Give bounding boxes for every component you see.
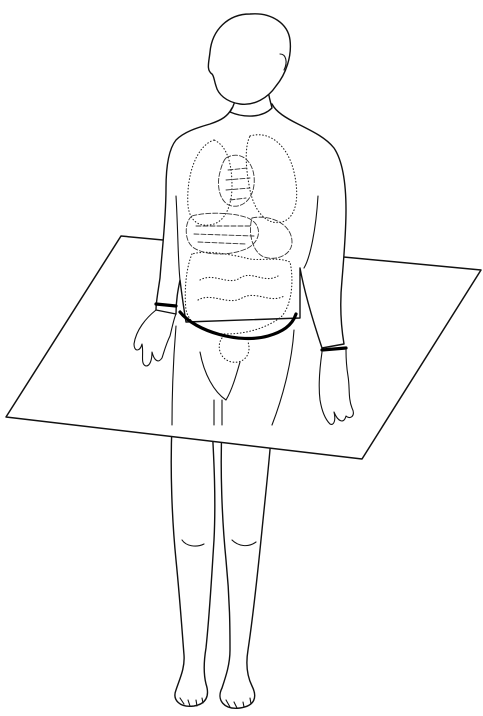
head — [208, 14, 290, 105]
upper-body — [156, 14, 346, 348]
left-wrist-cut — [156, 304, 176, 306]
right-leg — [220, 425, 272, 708]
torso — [156, 104, 346, 348]
right-wrist-cut — [322, 348, 346, 350]
legs — [171, 425, 272, 708]
left-leg — [171, 425, 215, 706]
